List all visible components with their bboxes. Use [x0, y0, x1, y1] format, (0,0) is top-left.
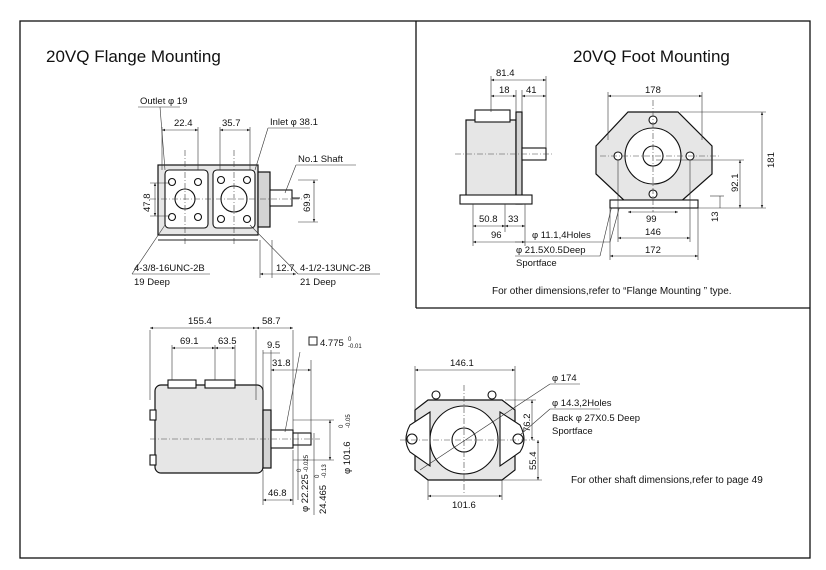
dim-47-8: 47.8: [142, 194, 153, 213]
dim-101-6-side: φ 101.6: [342, 441, 353, 474]
dim-50-8: 50.8: [479, 214, 498, 225]
shaft-dimensions-note: For other shaft dimensions,refer to page…: [571, 475, 763, 486]
end-back-label: Back φ 27X0.5 Deep: [552, 413, 640, 424]
outer-frame: [19, 20, 811, 559]
bolt-depth-2: 21 Deep: [300, 277, 336, 288]
dim-146-1: 146.1: [450, 358, 474, 369]
pump-end-view: [400, 366, 600, 500]
dim-81-4: 81.4: [496, 68, 515, 79]
dim-69-9: 69.9: [302, 194, 313, 213]
tol-24-lower: -0.13: [322, 464, 328, 478]
dim-146: 146: [645, 227, 661, 238]
dim-155-4: 155.4: [188, 316, 212, 327]
foot-front-view: [595, 92, 766, 260]
dim-96: 96: [491, 230, 502, 241]
end-sportface-label: Sportface: [552, 426, 593, 437]
shaft-label: No.1 Shaft: [298, 154, 343, 165]
dim-41: 41: [526, 85, 537, 96]
end-holes-label: φ 14.3,2Holes: [552, 398, 612, 409]
square-key-icon: [308, 336, 318, 346]
dim-69-1: 69.1: [180, 336, 199, 347]
foot-mounting-title: 20VQ Foot Mounting: [573, 47, 730, 66]
tol-22-lower: -0.025: [304, 454, 310, 472]
dim-99: 99: [646, 214, 657, 225]
dim-4-775: 4.775: [320, 338, 344, 349]
tol-101-upper: 0: [339, 424, 345, 428]
tol-101-lower: -0.05: [346, 414, 352, 428]
foot-sportface-label: Sportface: [516, 258, 557, 269]
foot-side-view: [455, 76, 621, 257]
flange-front-view: [131, 106, 380, 278]
dim-92-1: 92.1: [730, 174, 741, 193]
bolt-spec-2: 4-1/2-13UNC-2B: [300, 263, 371, 274]
tol-4-775-upper: 0: [348, 337, 352, 343]
tol-22-upper: 0: [297, 468, 303, 472]
foot-dimensions-note: For other dimensions,refer to “Flange Mo…: [492, 286, 732, 297]
dim-13: 13: [710, 211, 721, 222]
inlet-label: Inlet φ 38.1: [270, 117, 318, 128]
dim-181: 181: [766, 152, 777, 168]
dim-24-465: 24.465: [318, 485, 329, 514]
tol-24-upper: 0: [315, 474, 321, 478]
dim-46-8: 46.8: [268, 488, 287, 499]
dim-58-7: 58.7: [262, 316, 281, 327]
outlet-label: Outlet φ 19: [140, 96, 187, 107]
dim-12-7: 12.7: [276, 263, 295, 274]
dim-101-6-end: 101.6: [452, 500, 476, 511]
dim-33: 33: [508, 214, 519, 225]
dim-55-4: 55.4: [528, 452, 539, 471]
dim-9-5: 9.5: [267, 340, 280, 351]
foot-deep-label: φ 21.5X0.5Deep: [516, 245, 586, 256]
bolt-spec-1: 4-3/8-16UNC-2B: [134, 263, 205, 274]
dim-22-225: φ 22.225: [300, 474, 311, 512]
dim-31-8: 31.8: [272, 358, 291, 369]
dim-18: 18: [499, 85, 510, 96]
dim-174: φ 174: [552, 373, 577, 384]
tol-4-775-lower: -0.01: [348, 344, 362, 350]
bolt-depth-1: 19 Deep: [134, 277, 170, 288]
dim-35-7: 35.7: [222, 118, 241, 129]
pump-side-view: [149, 326, 334, 515]
dim-22-4: 22.4: [174, 118, 193, 129]
foot-holes-label: φ 11.1,4Holes: [532, 230, 591, 241]
flange-mounting-title: 20VQ Flange Mounting: [46, 47, 221, 66]
dim-76-2: 76.2: [522, 414, 533, 433]
dim-178: 178: [645, 85, 661, 96]
dim-172: 172: [645, 245, 661, 256]
dim-63-5: 63.5: [218, 336, 237, 347]
